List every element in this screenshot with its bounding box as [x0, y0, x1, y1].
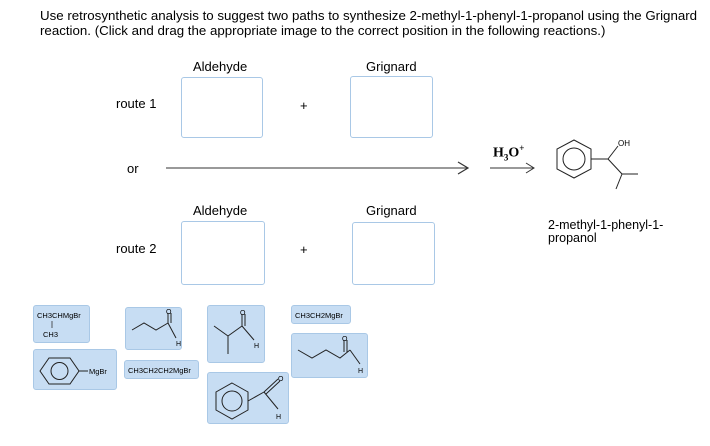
svg-text:H: H: [358, 368, 363, 375]
propylmagnesium-bromide-structure: CH3CH2CH2MgBr: [128, 366, 191, 375]
ethylmagnesium-bromide-structure: CH3CH2MgBr: [295, 311, 343, 320]
svg-text:O: O: [278, 376, 284, 383]
reagent-label: H3O+: [493, 143, 525, 163]
isobutyraldehyde-tile[interactable]: O H: [207, 305, 265, 363]
instructions-text: Use retrosynthetic analysis to suggest t…: [40, 8, 698, 38]
benzaldehyde-structure: O H: [215, 376, 284, 421]
ethylmagnesium-bromide-tile[interactable]: CH3CH2MgBr: [291, 305, 351, 324]
svg-text:CH3CHMgBr: CH3CHMgBr: [37, 311, 81, 320]
product-name-line-1: 2-methyl-1-phenyl-1-: [548, 218, 664, 232]
grignard-header-2: Grignard: [366, 203, 417, 218]
aldehyde-header-2: Aldehyde: [193, 203, 248, 218]
phenylmagnesium-bromide-tile[interactable]: MgBr: [33, 349, 117, 390]
isopropylmagnesium-bromide-tile[interactable]: CH3CHMgBr CH3: [33, 305, 90, 343]
aldehyde-header-1: Aldehyde: [193, 59, 248, 74]
route-1-label: route 1: [116, 96, 157, 111]
butanal-structure: O H: [297, 336, 363, 375]
route-2-label: route 2: [116, 241, 157, 256]
reagent-arrow: [490, 162, 535, 174]
plus-sign-1: +: [300, 98, 308, 113]
reaction-arrow: [166, 161, 470, 175]
propanal-structure: O H: [131, 309, 181, 348]
svg-text:O: O: [240, 310, 246, 317]
grignard-header-1: Grignard: [366, 59, 417, 74]
svg-text:O: O: [166, 309, 172, 316]
product-name-line-2: propanol: [548, 231, 597, 245]
product-structure: OH: [556, 139, 638, 190]
route-1-aldehyde-dropzone[interactable]: [181, 77, 263, 138]
isopropylmagnesium-bromide-structure: CH3CHMgBr CH3: [37, 311, 81, 339]
svg-text:OH: OH: [618, 139, 630, 148]
plus-sign-2: +: [300, 242, 308, 257]
svg-text:H: H: [176, 341, 181, 348]
butanal-tile[interactable]: O H: [291, 333, 368, 378]
or-label: or: [127, 161, 139, 176]
product-name: 2-methyl-1-phenyl-1- propanol: [548, 219, 663, 245]
svg-text:H: H: [276, 414, 281, 421]
svg-text:CH3: CH3: [43, 330, 58, 339]
route-1-grignard-dropzone[interactable]: [350, 76, 433, 138]
svg-text:CH3CH2MgBr: CH3CH2MgBr: [295, 311, 343, 320]
phenylmagnesium-bromide-structure: MgBr: [39, 357, 107, 385]
isobutyraldehyde-structure: O H: [213, 310, 259, 354]
propylmagnesium-bromide-tile[interactable]: CH3CH2CH2MgBr: [124, 360, 199, 379]
svg-text:MgBr: MgBr: [89, 367, 107, 376]
svg-text:H: H: [254, 343, 259, 350]
svg-text:O: O: [342, 336, 348, 343]
route-2-grignard-dropzone[interactable]: [352, 222, 435, 285]
propanal-tile[interactable]: O H: [125, 307, 182, 350]
route-2-aldehyde-dropzone[interactable]: [181, 221, 265, 285]
benzaldehyde-tile[interactable]: O H: [207, 372, 289, 424]
svg-text:CH3CH2CH2MgBr: CH3CH2CH2MgBr: [128, 366, 191, 375]
